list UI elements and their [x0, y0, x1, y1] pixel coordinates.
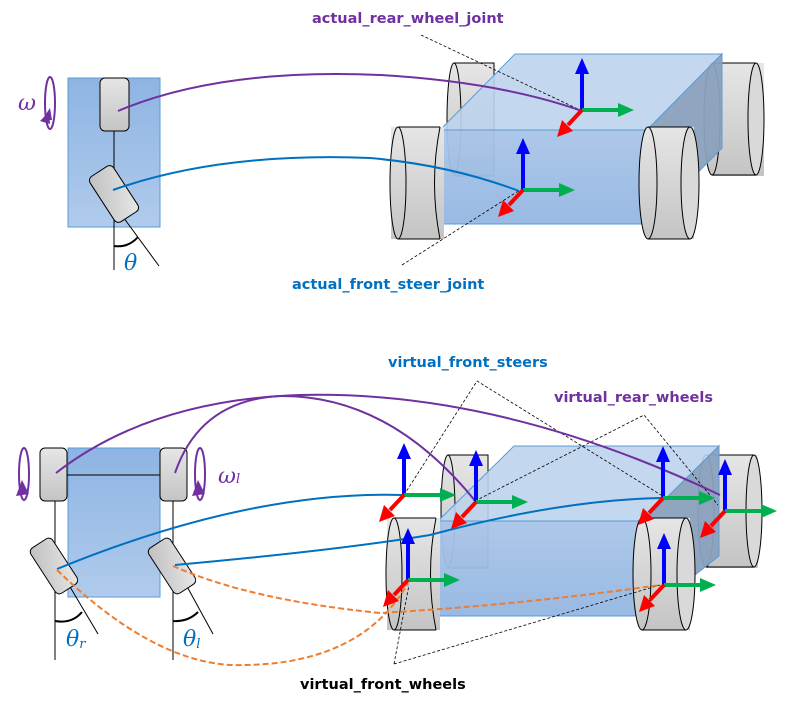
- z-axis-arrowhead: [516, 138, 530, 154]
- theta-l-arc: [172, 611, 199, 623]
- leader-front-joint: [401, 189, 521, 266]
- x-axis-arrowhead: [440, 488, 456, 502]
- chassis-front-face: [439, 129, 648, 225]
- y-axis-arrow: [648, 583, 666, 602]
- label-virtual-rear-wheels: virtual_rear_wheels: [554, 390, 713, 406]
- y-axis-arrowhead: [451, 512, 467, 529]
- frame-rear-left: [700, 459, 777, 538]
- x-axis-arrowhead: [512, 495, 528, 509]
- x-axis-arrowhead: [559, 183, 575, 197]
- z-axis-arrowhead: [469, 450, 483, 466]
- leader-lines-bottom: [393, 380, 719, 665]
- frame-steer-left: [638, 446, 715, 525]
- y-axis-arrow: [566, 108, 584, 127]
- frame-front-joint: [498, 138, 575, 217]
- y-axis-arrowhead: [498, 200, 514, 217]
- link-virtual-wheel-right: [56, 569, 409, 667]
- y-axis-arrow: [392, 578, 410, 597]
- link-virtual-rear-right: [55, 393, 721, 496]
- link-virtual-rear-left: [174, 394, 477, 503]
- bottom-3d-car: [55, 380, 777, 667]
- z-axis-arrowhead: [401, 528, 415, 544]
- y-axis-arrowhead: [638, 508, 654, 525]
- y-axis-arrow: [388, 493, 406, 512]
- rear-wheel-2d: [99, 77, 130, 132]
- x-axis-arrowhead: [700, 578, 716, 592]
- x-axis-arrowhead: [761, 504, 777, 518]
- y-axis-arrow: [647, 496, 665, 515]
- chassis-2d-bottom: [67, 447, 161, 598]
- frame-rear-right: [451, 450, 528, 529]
- wheel-front-right: [638, 126, 700, 240]
- x-axis-arrowhead: [618, 103, 634, 117]
- y-axis-arrow: [507, 188, 525, 207]
- y-axis-arrow: [460, 500, 478, 519]
- z-axis-arrowhead: [656, 446, 670, 462]
- theta-r-symbol: θr: [66, 627, 86, 652]
- y-axis-arrow: [709, 509, 727, 528]
- front-left-wheel-2d: [147, 537, 197, 595]
- rotation-omega-right-icon: [16, 447, 30, 501]
- omega-symbol: ω: [18, 91, 36, 116]
- top-3d-car: [112, 34, 765, 266]
- rotation-omega-icon: [40, 76, 56, 130]
- front-right-wheel-2d: [29, 537, 79, 595]
- z-axis-arrowhead: [397, 443, 411, 459]
- leader-rear-joint: [420, 34, 581, 111]
- frame-rear-joint: [557, 58, 634, 137]
- y-axis-arrowhead: [700, 521, 716, 538]
- link-virtual-steer-right: [56, 493, 405, 570]
- rear-right-wheel-2d: [39, 447, 68, 502]
- frame-front-wheel-left: [639, 533, 716, 612]
- x-axis-arrowhead: [699, 491, 715, 505]
- label-actual-rear-wheel-joint: actual_rear_wheel_joint: [312, 11, 504, 27]
- label-actual-front-steer-joint: actual_front_steer_joint: [292, 277, 484, 293]
- link-front-steer: [112, 156, 520, 192]
- theta-arc: [113, 236, 139, 248]
- label-virtual-front-steers: virtual_front_steers: [388, 355, 548, 371]
- omega-l-symbol: ωl: [218, 464, 240, 489]
- theta-symbol: θ: [124, 251, 137, 276]
- label-virtual-front-wheels: virtual_front_wheels: [300, 677, 466, 693]
- z-axis-arrowhead: [718, 459, 732, 475]
- wheel-front-left: [389, 126, 444, 240]
- y-axis-arrowhead: [379, 505, 395, 522]
- link-virtual-steer-left: [174, 497, 662, 566]
- top-2d-model: ω θ: [18, 76, 161, 276]
- chassis-front-face-b: [437, 520, 644, 617]
- y-axis-arrowhead: [383, 590, 399, 607]
- frame-steer-right: [379, 443, 456, 522]
- z-axis-arrowhead: [575, 58, 589, 74]
- y-axis-arrowhead: [557, 120, 573, 137]
- y-axis-arrowhead: [639, 595, 655, 612]
- z-axis-arrowhead: [657, 533, 671, 549]
- x-axis-arrowhead: [444, 573, 460, 587]
- theta-r-arc: [54, 611, 83, 623]
- theta-l-symbol: θl: [183, 627, 200, 652]
- frame-front-wheel-right: [383, 528, 460, 607]
- rotation-omega-left-icon: [192, 447, 206, 501]
- link-rear-wheel: [117, 73, 583, 112]
